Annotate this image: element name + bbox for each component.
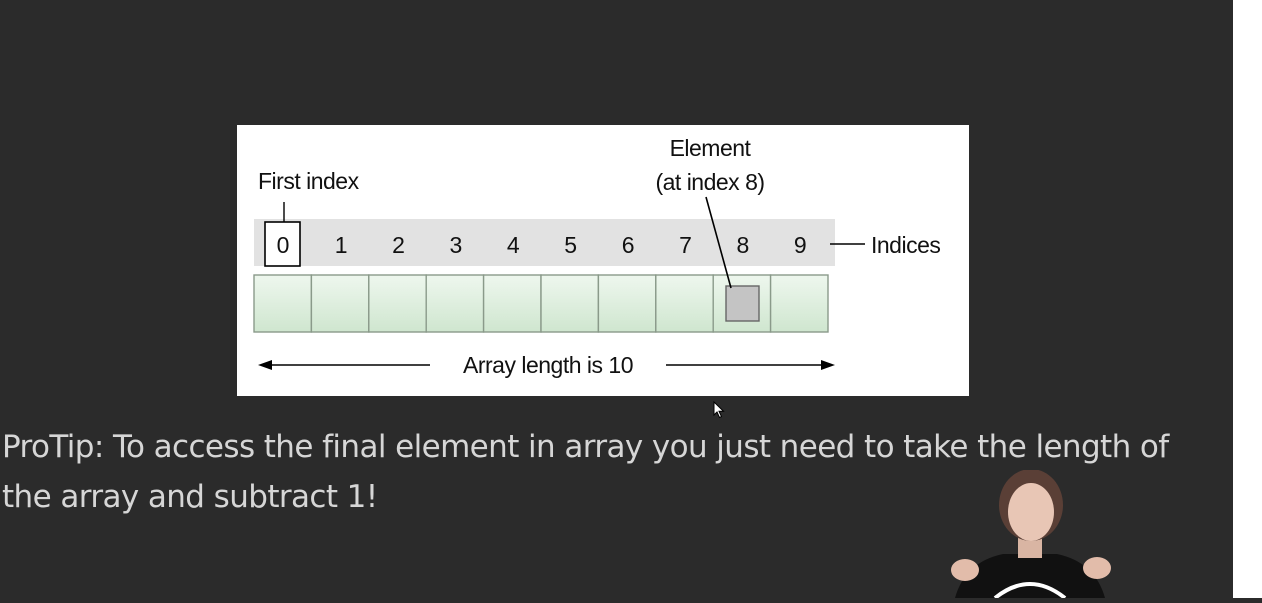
length-arrow-right-head [821, 360, 835, 370]
presenter-video-thumbnail [925, 469, 1135, 600]
array-diagram: First index Element (at index 8) 0 1 2 3 4 5 6… [237, 125, 969, 396]
right-edge-strip [1233, 0, 1262, 598]
first-index-label: First index [258, 168, 360, 194]
index-number-8: 8 [737, 232, 750, 258]
presenter-shirt-logo [993, 582, 1067, 600]
array-cell-2 [368, 274, 427, 333]
index-number-7: 7 [679, 232, 692, 258]
index-band [254, 219, 835, 266]
length-arrow-left-head [258, 360, 272, 370]
array-cell-6 [597, 274, 657, 333]
index-number-9: 9 [794, 232, 807, 258]
protip-caption: ProTip: To access the final element in a… [2, 429, 1169, 515]
array-cell-3 [425, 274, 485, 333]
index-numbers: 0 1 2 3 4 5 6 7 8 9 [277, 232, 807, 258]
array-cells [253, 274, 829, 333]
length-label: Array length is 10 [463, 352, 633, 378]
presenter-left-hand [951, 559, 979, 581]
element-label-line1: Element [670, 135, 752, 161]
index-number-4: 4 [507, 232, 520, 258]
index-number-3: 3 [450, 232, 463, 258]
first-index-box [264, 221, 301, 267]
array-diagram-svg: First index Element (at index 8) 0 1 2 3 4 5 6… [253, 135, 941, 378]
array-cell-0 [253, 274, 313, 333]
element-box [725, 285, 760, 322]
indices-label: Indices [871, 232, 940, 258]
presenter-face [1008, 483, 1054, 541]
presenter-right-hand [1083, 557, 1111, 579]
index-number-0: 0 [277, 232, 290, 258]
array-cell-7 [655, 274, 714, 333]
array-cell-4 [482, 274, 542, 333]
array-cell-1 [310, 274, 370, 333]
array-cell-5 [540, 274, 600, 333]
index-number-5: 5 [564, 232, 577, 258]
element-pointer [705, 196, 732, 289]
index-number-1: 1 [335, 232, 348, 258]
index-number-6: 6 [622, 232, 635, 258]
element-label-line2: (at index 8) [655, 169, 764, 195]
array-cell-9 [769, 274, 829, 333]
index-number-2: 2 [392, 232, 405, 258]
mouse-pointer-icon [713, 400, 725, 424]
presenter-torso [955, 554, 1105, 598]
